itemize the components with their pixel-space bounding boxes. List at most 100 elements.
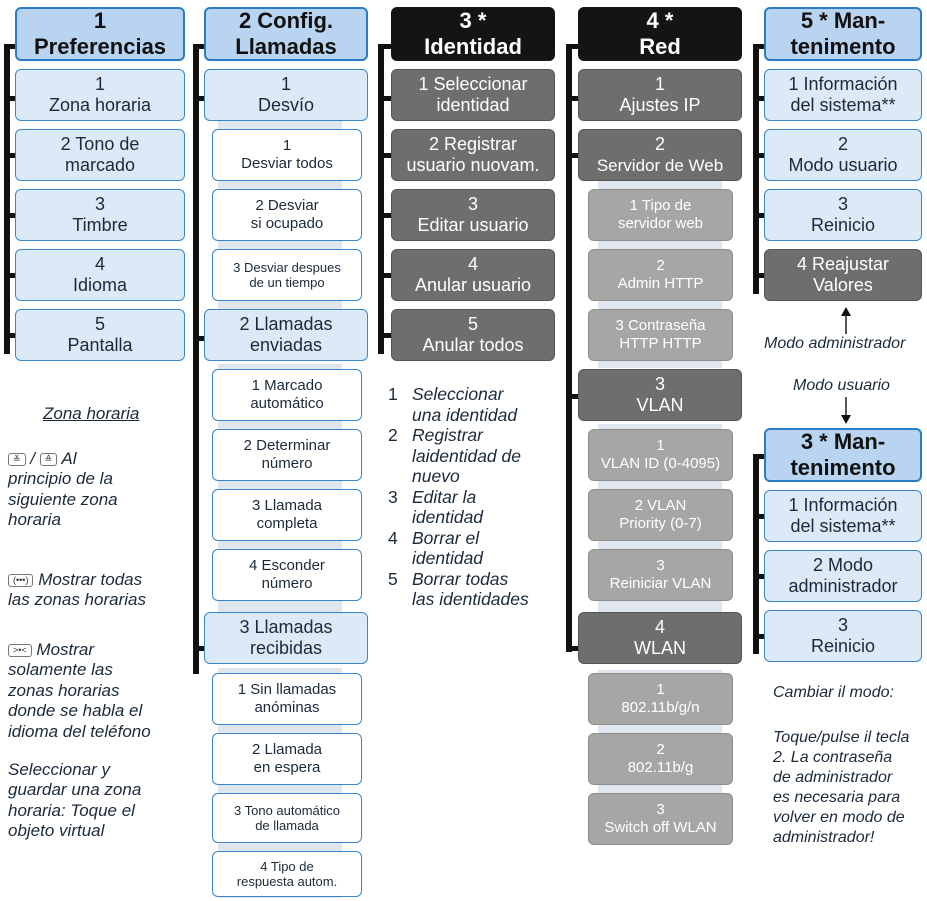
col1-tick (4, 213, 16, 218)
menu-group-vlan[interactable]: 3 VLAN (578, 369, 742, 421)
note-text: objeto virtual (8, 821, 105, 841)
menu-item-desviar-todos[interactable]: 1 Desviar todos (212, 129, 362, 181)
header-mantenimento-admin[interactable]: 5 * Man- tenimento (764, 7, 922, 61)
legend-text: Registrar (412, 425, 483, 445)
item-line: Pantalla (67, 335, 133, 355)
menu-item-reajustar-valores[interactable]: 4 Reajustar Valores (764, 249, 922, 301)
menu-item-anular-todos[interactable]: 5 Anular todos (391, 309, 555, 361)
menu-item-info-sistema[interactable]: 1 Información del sistema** (764, 69, 922, 121)
col3-tick (378, 96, 392, 101)
menu-item-ajustes-ip[interactable]: 1 Ajustes IP (578, 69, 742, 121)
item-line: HTTP HTTP (619, 335, 702, 352)
legend-text: nuevo (412, 466, 460, 486)
col5a-connector (753, 44, 759, 294)
menu-item-pantalla[interactable]: 5 Pantalla (15, 309, 185, 361)
note-select-zone: Seleccionar y guardar una zona horaria: … (8, 760, 193, 842)
menu-item-tono-marcado[interactable]: 2 Tono de marcado (15, 129, 185, 181)
menu-group-llamadas-recibidas[interactable]: 3 Llamadas recibidas (204, 612, 368, 664)
item-line: 1 (656, 437, 665, 455)
item-line: 1 Sin llamadas (237, 681, 337, 699)
legend-text: las identidades (412, 589, 529, 609)
menu-item-llamada-completa[interactable]: 3 Llamada completa (212, 489, 362, 541)
menu-item-switch-off-wlan[interactable]: 3 Switch off WLAN (588, 793, 733, 845)
menu-item-zona-horaria[interactable]: 1 Zona horaria (15, 69, 185, 121)
menu-item-desviar-tiempo[interactable]: 3 Desviar despues de un tiempo (212, 249, 362, 301)
item-line: completa (256, 515, 318, 532)
menu-item-registrar-usuario[interactable]: 2 Registrar usuario nuovam. (391, 129, 555, 181)
item-line: Servidor de Web (596, 155, 724, 175)
menu-item-admin-http[interactable]: 2 Admin HTTP (588, 249, 733, 301)
note-scroll-zones: ≚ / ≙ Al principio de la siguiente zona … (8, 449, 188, 531)
header-line: 3 * (459, 8, 487, 34)
item-line: 1 (282, 137, 292, 155)
menu-item-esconder-numero[interactable]: 4 Esconder número (212, 549, 362, 601)
menu-group-wlan[interactable]: 4 WLAN (578, 612, 742, 664)
menu-item-80211bgn[interactable]: 1 802.11b/g/n (588, 673, 733, 725)
header-line: 3 * Man- (800, 429, 886, 455)
menu-item-determinar-numero[interactable]: 2 Determinar número (212, 429, 362, 481)
item-line: en espera (253, 759, 321, 776)
header-identidad[interactable]: 3 * Identidad (391, 7, 555, 61)
item-line: Priority (0-7) (619, 515, 702, 532)
col2-tick (193, 646, 206, 651)
menu-item-seleccionar-identidad[interactable]: 1 Seleccionar identidad (391, 69, 555, 121)
menu-group-servidor-web[interactable]: 2 Servidor de Web (578, 129, 742, 181)
col1-tick (4, 96, 16, 101)
note-text: guardar una zona (8, 780, 142, 800)
legend-number: 2 (388, 425, 398, 445)
menu-item-timbre[interactable]: 3 Timbre (15, 189, 185, 241)
menu-item-info-sistema-user[interactable]: 1 Información del sistema** (764, 490, 922, 542)
menu-item-modo-administrador[interactable]: 2 Modo administrador (764, 550, 922, 602)
menu-item-reiniciar-vlan[interactable]: 3 Reiniciar VLAN (588, 549, 733, 601)
item-line: número (261, 455, 313, 472)
item-line: si ocupado (250, 215, 324, 232)
item-line: Editar usuario (417, 215, 529, 235)
item-line: 5 (467, 313, 478, 334)
chevron-up-key-icon: ≙ (39, 453, 58, 466)
menu-item-marcado-automatico[interactable]: 1 Marcado automático (212, 369, 362, 421)
menu-item-anular-usuario[interactable]: 4 Anular usuario (391, 249, 555, 301)
note-all-zones: (•••) Mostrar todas las zonas horarias (8, 570, 193, 611)
menu-item-desviar-ocupado[interactable]: 2 Desviar si ocupado (212, 189, 362, 241)
menu-item-idioma[interactable]: 4 Idioma (15, 249, 185, 301)
item-line: 2 (656, 741, 665, 759)
menu-item-reinicio[interactable]: 3 Reinicio (764, 189, 922, 241)
col5b-tick (753, 634, 766, 639)
legend-text: una identidad (412, 404, 518, 425)
header-preferencias[interactable]: 1 Preferencias (15, 7, 185, 61)
header-red[interactable]: 4 * Red (578, 7, 742, 61)
item-line: 1 Tipo de (629, 197, 692, 215)
col1-tick (4, 44, 16, 49)
item-line: 2 Llamada (251, 741, 323, 759)
menu-item-contrasena-http[interactable]: 3 Contraseña HTTP HTTP (588, 309, 733, 361)
legend-text: identidad (412, 548, 484, 568)
menu-item-editar-usuario[interactable]: 3 Editar usuario (391, 189, 555, 241)
header-mantenimento-user[interactable]: 3 * Man- tenimento (764, 428, 922, 482)
menu-item-vlan-priority[interactable]: 2 VLAN Priority (0-7) (588, 489, 733, 541)
menu-item-reinicio-user[interactable]: 3 Reinicio (764, 610, 922, 662)
header-line: tenimento (790, 455, 896, 480)
legend-text: Borrar todas (412, 568, 509, 589)
header-config-llamadas[interactable]: 2 Config. Llamadas (204, 7, 368, 61)
menu-item-80211bg[interactable]: 2 802.11b/g (588, 733, 733, 785)
col5a-tick (753, 96, 766, 101)
col5a-tick (753, 273, 766, 278)
header-line: tenimento (790, 34, 896, 59)
item-line: Reiniciar VLAN (609, 575, 712, 592)
menu-item-modo-usuario[interactable]: 2 Modo usuario (764, 129, 922, 181)
note-text: horaria (8, 510, 61, 530)
menu-group-desvio[interactable]: 1 Desvío (204, 69, 368, 121)
menu-item-llamada-espera[interactable]: 2 Llamada en espera (212, 733, 362, 785)
menu-item-tipo-respuesta[interactable]: 4 Tipo de respuesta autom. (212, 851, 362, 897)
item-line: WLAN (633, 638, 686, 658)
col3-tick (378, 153, 392, 158)
menu-item-tipo-servidor-web[interactable]: 1 Tipo de servidor web (588, 189, 733, 241)
col5b-tick (753, 574, 766, 579)
menu-item-sin-llamadas-anonimas[interactable]: 1 Sin llamadas anóminas (212, 673, 362, 725)
menu-item-vlan-id[interactable]: 1 VLAN ID (0-4095) (588, 429, 733, 481)
item-line: 5 (94, 313, 105, 334)
item-line: 2 Tono de (60, 133, 140, 154)
menu-group-llamadas-enviadas[interactable]: 2 Llamadas enviadas (204, 309, 368, 361)
item-line: 1 (654, 73, 665, 94)
menu-item-tono-automatico[interactable]: 3 Tono automático de llamada (212, 793, 362, 843)
